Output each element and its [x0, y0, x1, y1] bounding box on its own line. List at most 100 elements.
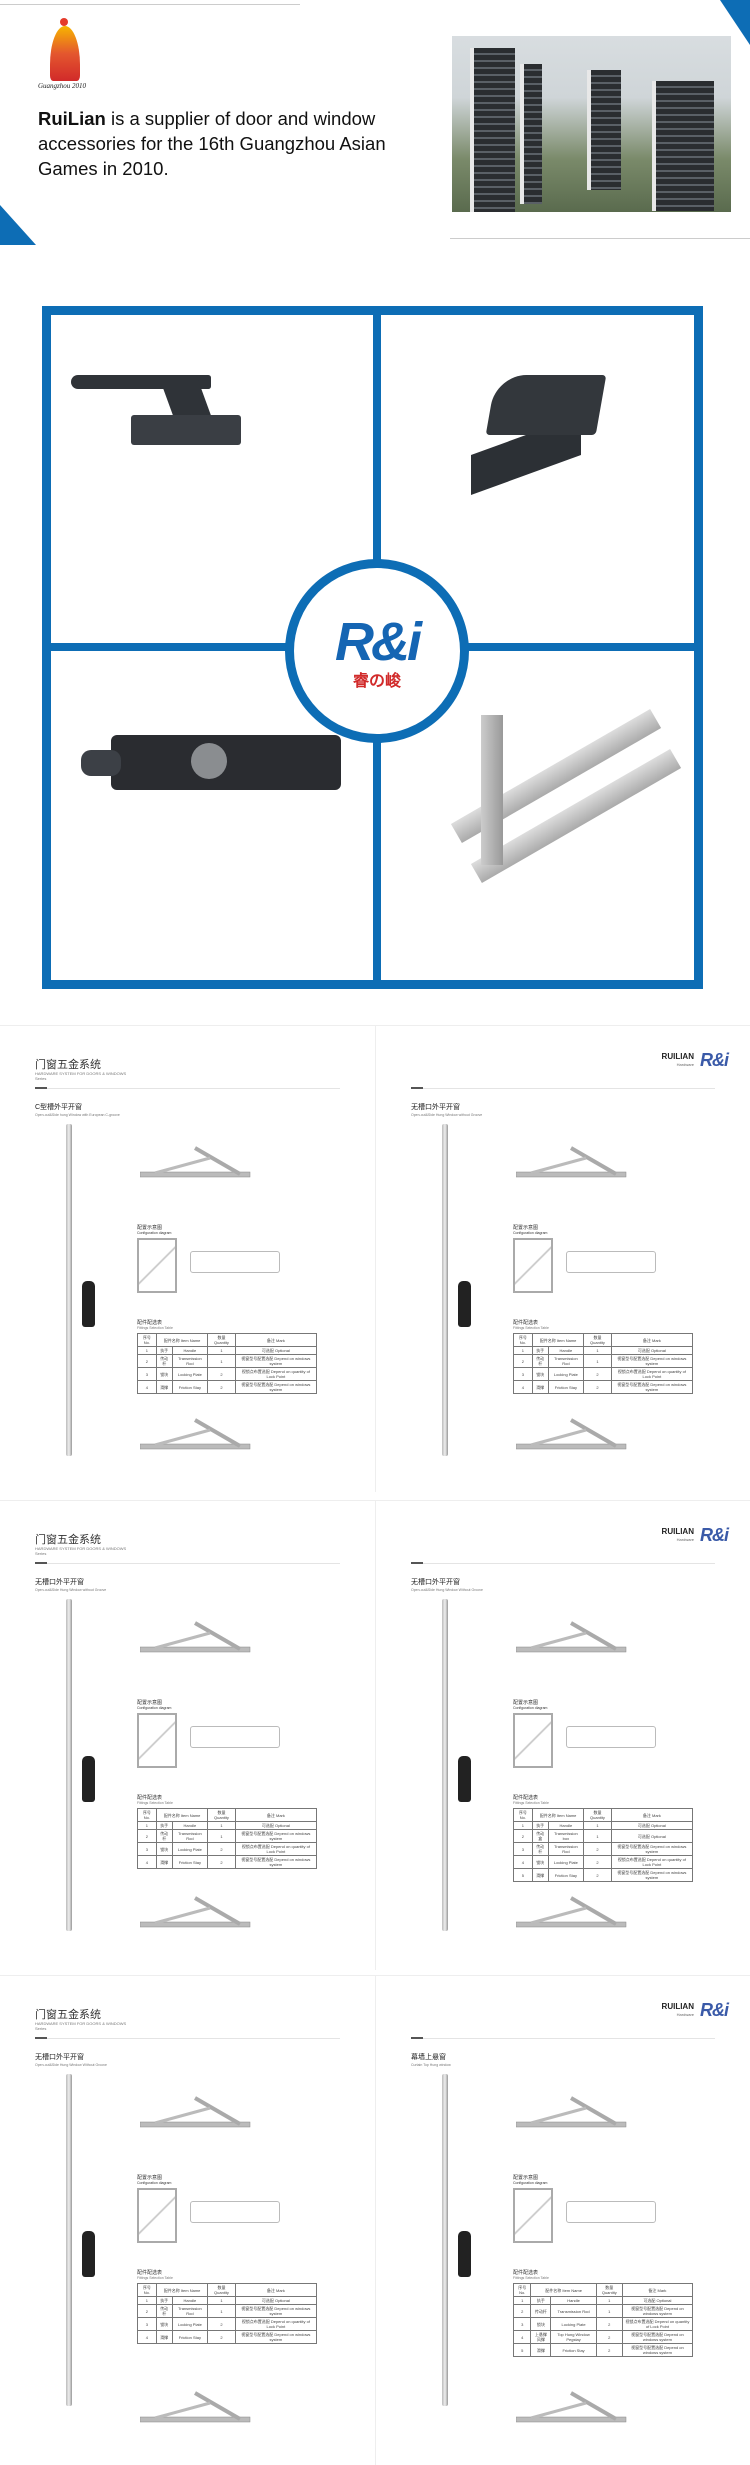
table-cell: Handle — [171, 2296, 209, 2305]
cfg-cn: 配置示意图 — [137, 2175, 163, 2181]
section-title: 幕墙上悬窗 — [411, 2054, 446, 2061]
column-header: 数量 Quantity — [595, 2283, 623, 2297]
table-cell: 视锁点布置选配 Depend on quantity of Lock Point — [621, 2317, 694, 2331]
table-cell: 可选配 Optional — [610, 1346, 694, 1355]
section-subtitle: Open-out&Side hung Window with European … — [35, 1113, 120, 1117]
table-cell: 1 — [583, 1346, 612, 1355]
table-cell: 滑撑 — [155, 1380, 173, 1394]
handle-image — [458, 1281, 471, 1327]
table-cell: 2 — [207, 1380, 236, 1394]
table-cell: Handle — [171, 1346, 209, 1355]
cfg-cn: 配置示意图 — [137, 1700, 163, 1706]
table-cell: 2 — [583, 1367, 612, 1381]
section-subtitle: Curtain Top Hung window — [411, 2063, 451, 2067]
table-cell: 视窗型号配置选配 Depend on windows system — [234, 1380, 318, 1394]
table-cell: 2 — [137, 2304, 157, 2318]
table-cell: Handle — [171, 1821, 209, 1830]
table-cell: 视锁点布置选配 Depend on quantity of Lock Point — [234, 1367, 318, 1381]
product-image-handle-angled — [431, 365, 611, 505]
brand-name: RUILIAN — [661, 1051, 694, 1061]
table-cell: 1 — [583, 1821, 612, 1830]
column-header: 备注 Mark — [610, 1333, 694, 1347]
transmission-rod-image — [66, 1124, 72, 1456]
table-cell: 3 — [137, 1842, 157, 1856]
table-cell: Locking Plate — [550, 2317, 597, 2331]
config-diagram — [513, 1238, 553, 1293]
table-cell: Transmission box — [547, 1829, 585, 1843]
table-label-en: Fittings Selection Table — [137, 1326, 173, 1330]
column-header: 数量 Quantity — [583, 1808, 612, 1822]
table-cell: Locking Plate — [171, 1367, 209, 1381]
header-series: Series — [35, 2026, 47, 2031]
header-series: Series — [35, 1551, 47, 1556]
brand-logo-badge: R&i 睿の峻 — [285, 559, 469, 743]
friction-stay-image — [139, 1896, 252, 1930]
table-cell: Friction Stay — [547, 1380, 585, 1394]
table-cell: 可选配 Optional — [621, 2296, 694, 2305]
section-subtitle: Open-out&Side Hung Window without Groove — [411, 1113, 483, 1117]
table-cell: 4 — [137, 1855, 157, 1869]
table-cell: 视窗型号配置选配 Depend on windows system — [610, 1354, 694, 1368]
column-header: 备注 Mark — [621, 2283, 694, 2297]
table-cell: Transmission Rod — [171, 1354, 209, 1368]
column-header: 备注 Mark — [610, 1808, 694, 1822]
section-subtitle: Open-out&Side Hung Window Without Groove — [35, 2063, 107, 2067]
table-cell: 2 — [513, 1354, 533, 1368]
table-cell: 1 — [207, 1346, 236, 1355]
table-cell: 2 — [583, 1855, 612, 1869]
table-cell: 1 — [207, 2304, 236, 2318]
table-cell: 1 — [513, 1346, 533, 1355]
table-cell: 视窗型号配置选配 Depend on windows system — [234, 1829, 318, 1843]
table-cell: Transmission Rod — [171, 2304, 209, 2318]
table-cell: 视窗型号配置选配 Depend on windows system — [610, 1868, 694, 1882]
table-cell: 2 — [583, 1868, 612, 1882]
column-header: 数量 Quantity — [207, 2283, 236, 2297]
table-cell: Top Hung Window Pegstay — [550, 2330, 597, 2344]
table-cell: 视窗型号配置选配 Depend on windows system — [234, 1855, 318, 1869]
table-cell: Handle — [547, 1346, 585, 1355]
table-cell: 视窗型号配置选配 Depend on windows system — [610, 1842, 694, 1856]
section-subtitle: Open-out&Side Hung Window without Groove — [35, 1588, 107, 1592]
table-cell: 传动杆 — [155, 1829, 173, 1843]
table-cell: 可选配 Optional — [234, 1821, 318, 1830]
friction-stay-image — [139, 2096, 252, 2130]
column-header: 序号 No. — [512, 2283, 532, 2297]
table-label-en: Fittings Selection Table — [513, 1801, 549, 1805]
table-cell: 执手 — [155, 1346, 173, 1355]
table-cell: Friction Stay — [171, 1855, 209, 1869]
table-cell: Transmission Rod — [547, 1354, 585, 1368]
table-cell: 3 — [512, 2317, 532, 2331]
column-header: 序号 No. — [137, 2283, 157, 2297]
table-cell: 2 — [137, 1829, 157, 1843]
header-en: HARDWARE SYSTEM FOR DOORS & WINDOWS — [35, 1071, 127, 1076]
friction-stay-image — [515, 2096, 628, 2130]
table-cell: 视窗型号配置选配 Depend on windows system — [621, 2343, 694, 2357]
column-header: 数量 Quantity — [207, 1808, 236, 1822]
product-image-handle-front — [71, 375, 251, 455]
table-cell: 视锁点布置选配 Depend on quantity of Lock Point — [234, 2317, 318, 2331]
table-cell: 传动杆 — [530, 2304, 552, 2318]
config-diagram-detail — [566, 2201, 656, 2223]
table-cell: 执手 — [531, 1346, 549, 1355]
table-label-en: Fittings Selection Table — [513, 1326, 549, 1330]
friction-stay-image — [139, 1621, 252, 1655]
